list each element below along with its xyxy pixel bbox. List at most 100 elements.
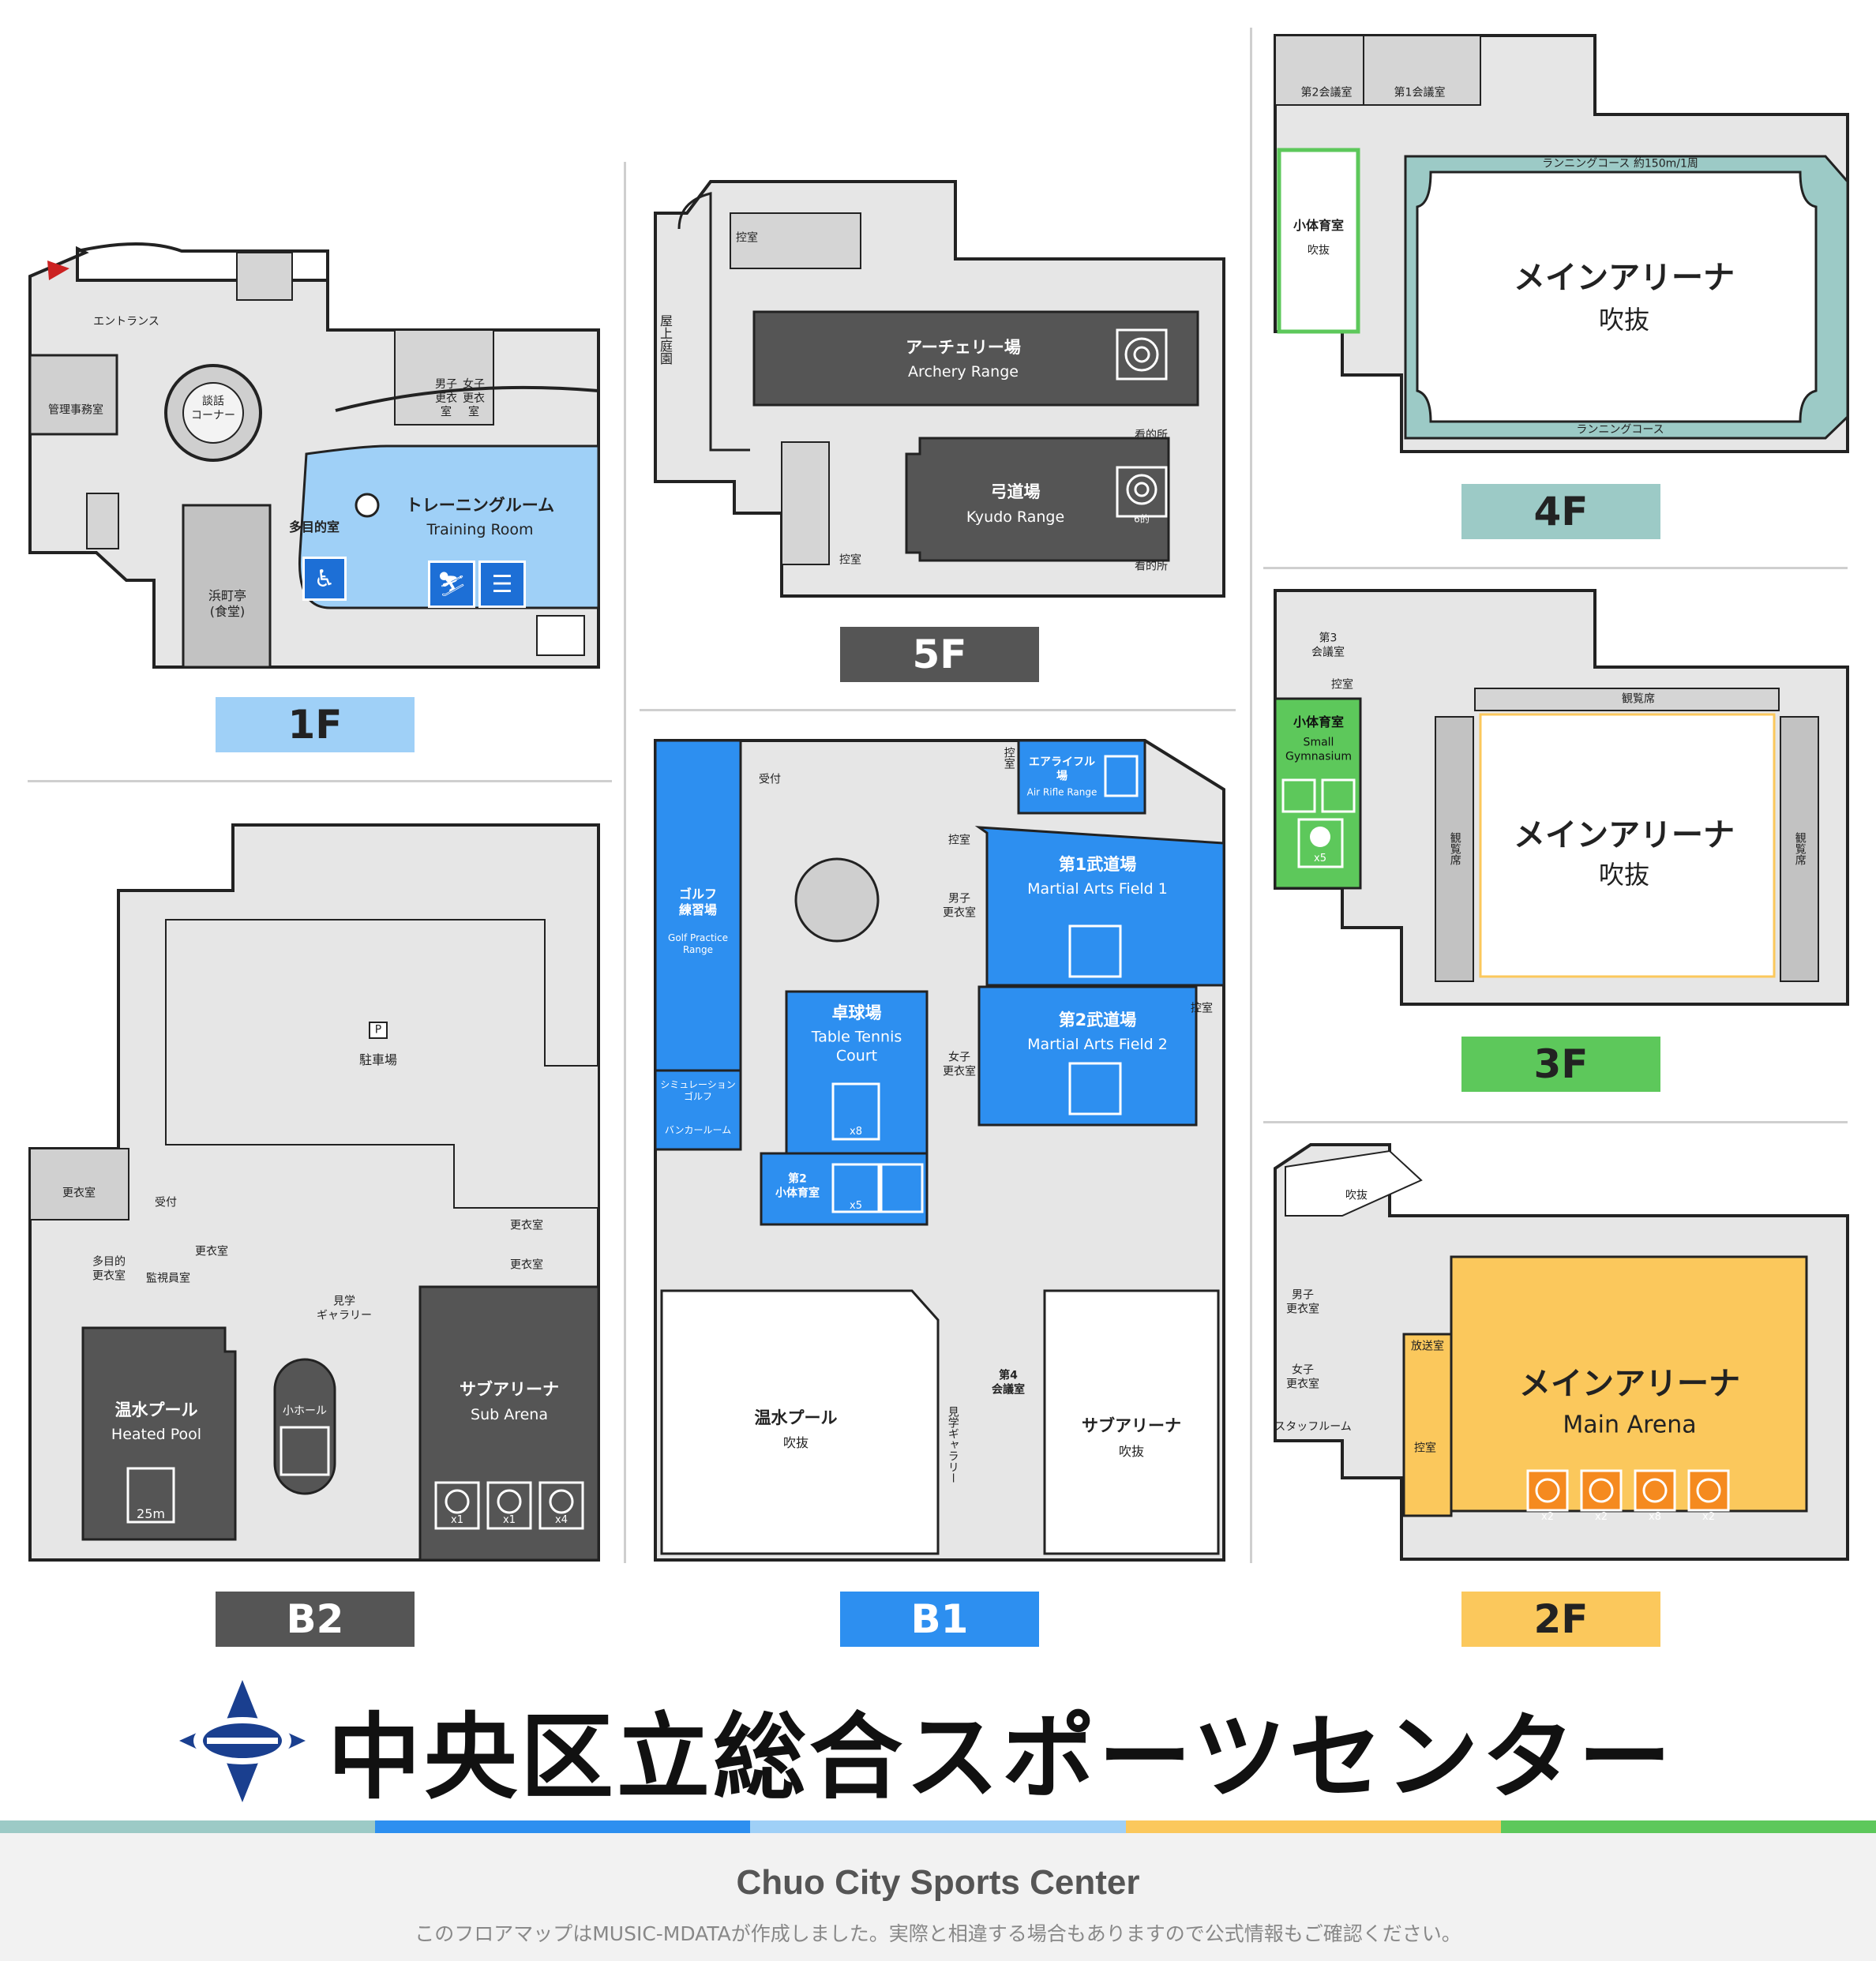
simulation-golf: シミュレーション ゴルフ (660, 1079, 736, 1102)
roof-garden-label: 屋上庭園 (658, 314, 673, 365)
running-course-bottom: ランニングコース (1576, 423, 1664, 437)
restaurant-label: 浜町亭 (食堂) (208, 588, 247, 619)
floor-label-b2[interactable]: B2 (216, 1592, 415, 1647)
2f-basketball-count: x2 (1541, 1510, 1554, 1523)
multi-purpose-room-label: 多目的室 (288, 519, 340, 534)
4f-main-arena: メインアリーナ (1514, 260, 1735, 296)
table-tennis-en: Table Tennis Court (811, 1028, 902, 1064)
3f-stand-left: 観覧席 (1448, 832, 1461, 865)
floor-5f-plan (654, 180, 1225, 598)
2f-volleyball-count: x2 (1595, 1510, 1608, 1523)
running-course-top: ランニングコース 約150m/1周 (1542, 157, 1698, 171)
b2-pool-jp: 温水プール (114, 1400, 198, 1419)
center-logo-icon (179, 1680, 306, 1802)
3f-control-room: 控室 (1331, 678, 1353, 692)
center-title-jp: 中央区立総合スポーツセンター (328, 1703, 1675, 1812)
b1-reception: 受付 (759, 773, 781, 786)
stripe-1 (0, 1820, 375, 1833)
3f-stand-top: 観覧席 (1622, 692, 1655, 706)
floor-label-3f[interactable]: 3F (1461, 1037, 1660, 1092)
floor-b2-plan (28, 823, 600, 1562)
4f-small-gym-sub: 吹抜 (1308, 244, 1330, 257)
treadmill-icon: ⛷ (428, 561, 475, 608)
golf-range-en: Golf Practice Range (668, 932, 728, 955)
b2-multi-locker: 多目的 更衣室 (92, 1255, 126, 1283)
floor-2f-plan (1274, 1143, 1849, 1561)
kyudo-range-jp: 弓道場 (990, 482, 1041, 501)
meeting-room-4: 第4 会議室 (992, 1369, 1025, 1397)
entrance-label: エントランス (93, 315, 159, 328)
b1-male-locker: 男子 更衣室 (943, 892, 976, 920)
b2-locker-4: 更衣室 (510, 1258, 543, 1272)
2f-soccer-count: x2 (1702, 1510, 1715, 1523)
budo-field-1-jp: 第1武道場 (1058, 854, 1137, 874)
2f-main-arena-en: Main Arena (1563, 1411, 1697, 1439)
male-locker-label: 男子 更衣 室 (435, 377, 457, 418)
lounge-label: 談話 コーナー (191, 395, 235, 422)
parking-icon: P (374, 1023, 382, 1037)
3f-small-gym-jp: 小体育室 (1293, 714, 1345, 729)
training-room-en: Training Room (426, 521, 534, 539)
divider-left (28, 780, 612, 782)
parking-label: 駐車場 (358, 1052, 398, 1067)
footer: Chuo City Sports Center このフロアマップはMUSIC-M… (0, 1833, 1876, 1961)
b1-small-gym-2-count: x5 (850, 1199, 862, 1212)
b2-sub-arena-jp: サブアリーナ (460, 1379, 559, 1399)
b1-pool-jp: 温水プール (754, 1408, 838, 1427)
b1-pool-sub: 吹抜 (782, 1435, 809, 1450)
archery-range-jp: アーチェリー場 (906, 337, 1021, 357)
divider-middle (640, 709, 1236, 711)
4f-main-arena-sub: 吹抜 (1598, 305, 1650, 335)
b2-locker-2: 更衣室 (195, 1245, 228, 1258)
5f-control-room-2: 控室 (839, 553, 861, 567)
dumbbell-icon: ☰ (478, 561, 526, 608)
b2-sub-arena-en: Sub Arena (471, 1406, 548, 1424)
floor-label-b1[interactable]: B1 (840, 1592, 1039, 1647)
target-area-top: 看的所 (1135, 429, 1168, 442)
bunker-room: バンカールーム (664, 1124, 732, 1136)
2f-main-arena-jp: メインアリーナ (1519, 1366, 1740, 1402)
gym-icon: ♿ (302, 557, 347, 601)
b2-gallery: 見学 ギャラリー (317, 1295, 372, 1322)
3f-main-arena: メインアリーナ (1514, 817, 1735, 853)
b1-sub-arena-jp: サブアリーナ (1082, 1415, 1181, 1435)
3f-stand-right: 観覧席 (1793, 832, 1807, 865)
archery-range-en: Archery Range (908, 363, 1019, 381)
female-locker-label: 女子 更衣 室 (463, 377, 485, 418)
meeting-room-3: 第3 会議室 (1311, 632, 1345, 659)
b1-gallery: 見学ギャラリー (946, 1406, 959, 1483)
meeting-room-1: 第1会議室 (1394, 86, 1446, 99)
2f-badminton-count: x8 (1649, 1510, 1661, 1523)
floor-label-1f[interactable]: 1F (216, 697, 415, 752)
3f-small-gym-en: Small Gymnasium (1285, 736, 1352, 763)
floor-label-4f[interactable]: 4F (1461, 484, 1660, 539)
floor-label-2f[interactable]: 2F (1461, 1592, 1660, 1647)
b1-control-room-1: 控室 (1002, 747, 1015, 769)
divider-vertical-right (1250, 28, 1252, 1563)
stripe-5 (1501, 1820, 1876, 1833)
2f-void: 吹抜 (1345, 1189, 1368, 1202)
table-tennis-count: x8 (850, 1125, 862, 1138)
3f-main-arena-sub: 吹抜 (1598, 860, 1650, 890)
b2-volleyball-count: x1 (503, 1513, 516, 1526)
stripe-3 (750, 1820, 1126, 1833)
2f-broadcast-room: 放送室 (1411, 1340, 1444, 1353)
2f-control-room: 控室 (1414, 1442, 1436, 1455)
b2-monitor-room: 監視員室 (146, 1272, 190, 1285)
b2-pool-en: Heated Pool (111, 1426, 202, 1444)
stripe-4 (1126, 1820, 1501, 1833)
kyudo-targets: 6的 (1134, 513, 1150, 525)
b2-reception: 受付 (155, 1196, 177, 1209)
b1-control-room-3: 控室 (1191, 1002, 1213, 1015)
admin-office-label: 管理事務室 (48, 403, 103, 417)
meeting-room-2: 第2会議室 (1300, 86, 1353, 99)
golf-range-jp: ゴルフ 練習場 (678, 887, 718, 917)
5f-control-room-1: 控室 (736, 231, 758, 245)
b1-sub-arena-sub: 吹抜 (1118, 1444, 1145, 1459)
training-room-jp: トレーニングルーム (405, 495, 555, 515)
floor-label-5f[interactable]: 5F (840, 627, 1039, 682)
b2-basketball-count: x1 (451, 1513, 463, 1526)
budo-field-2-en: Martial Arts Field 2 (1027, 1036, 1168, 1054)
4f-small-gym: 小体育室 (1293, 218, 1345, 233)
kyudo-range-en: Kyudo Range (966, 508, 1065, 527)
